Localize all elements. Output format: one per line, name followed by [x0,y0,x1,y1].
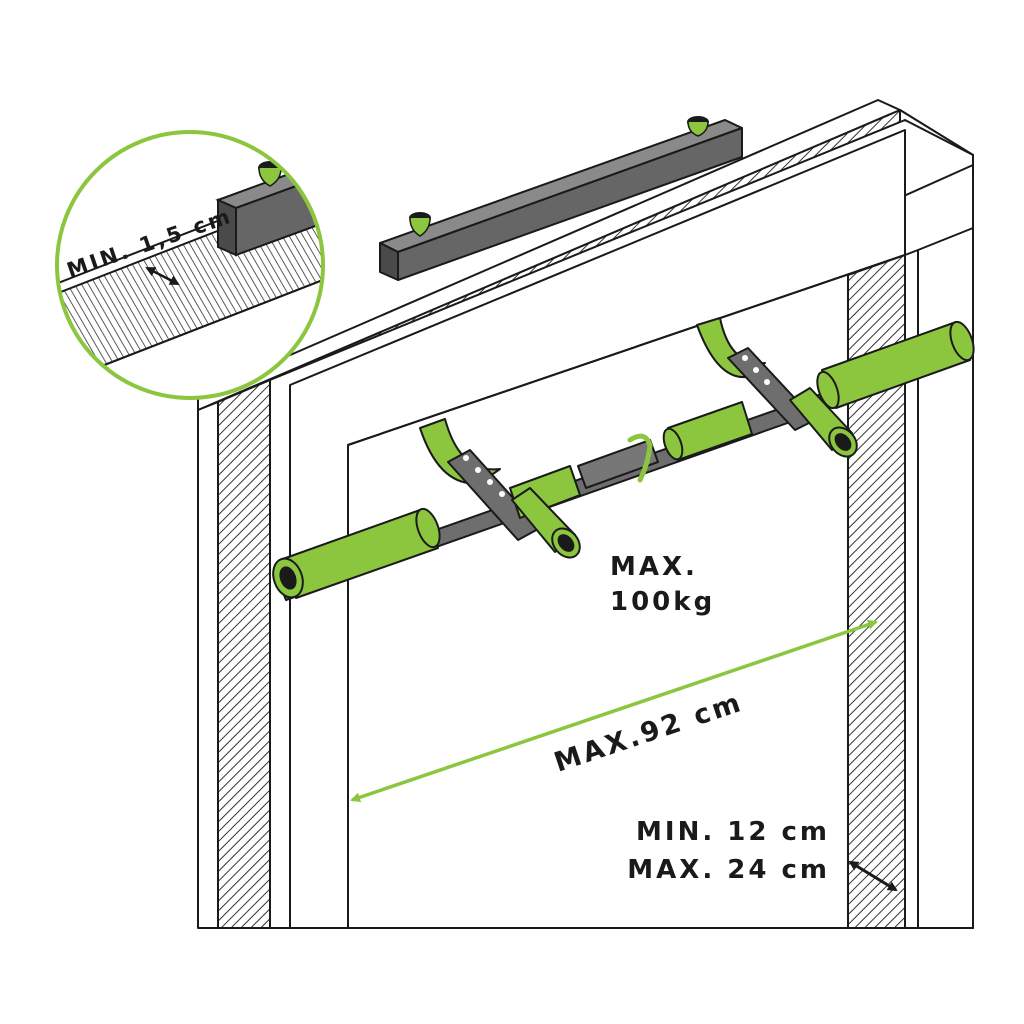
pull-up-bar [272,317,975,601]
left-jamb-edge [197,401,219,929]
left-jamb-hatch [217,379,271,929]
callout-ring [55,130,325,400]
rest-bar-front [397,127,743,281]
width-dimension-arrow [350,619,878,803]
center-adjuster [577,439,659,489]
max-load-label-line2: 100kg [610,587,715,617]
lintel-rest-bar [379,116,743,281]
detail-callout: MIN. 1,5 cm [55,130,325,400]
depth-dimension-arrow [848,860,898,892]
door-frame [197,99,974,929]
max-depth-label: MAX. 24 cm [627,855,830,885]
gap-dimension-arrow [145,266,180,286]
max-load-label-line1: MAX. [610,552,698,582]
min-depth-label: MIN. 12 cm [636,817,830,847]
